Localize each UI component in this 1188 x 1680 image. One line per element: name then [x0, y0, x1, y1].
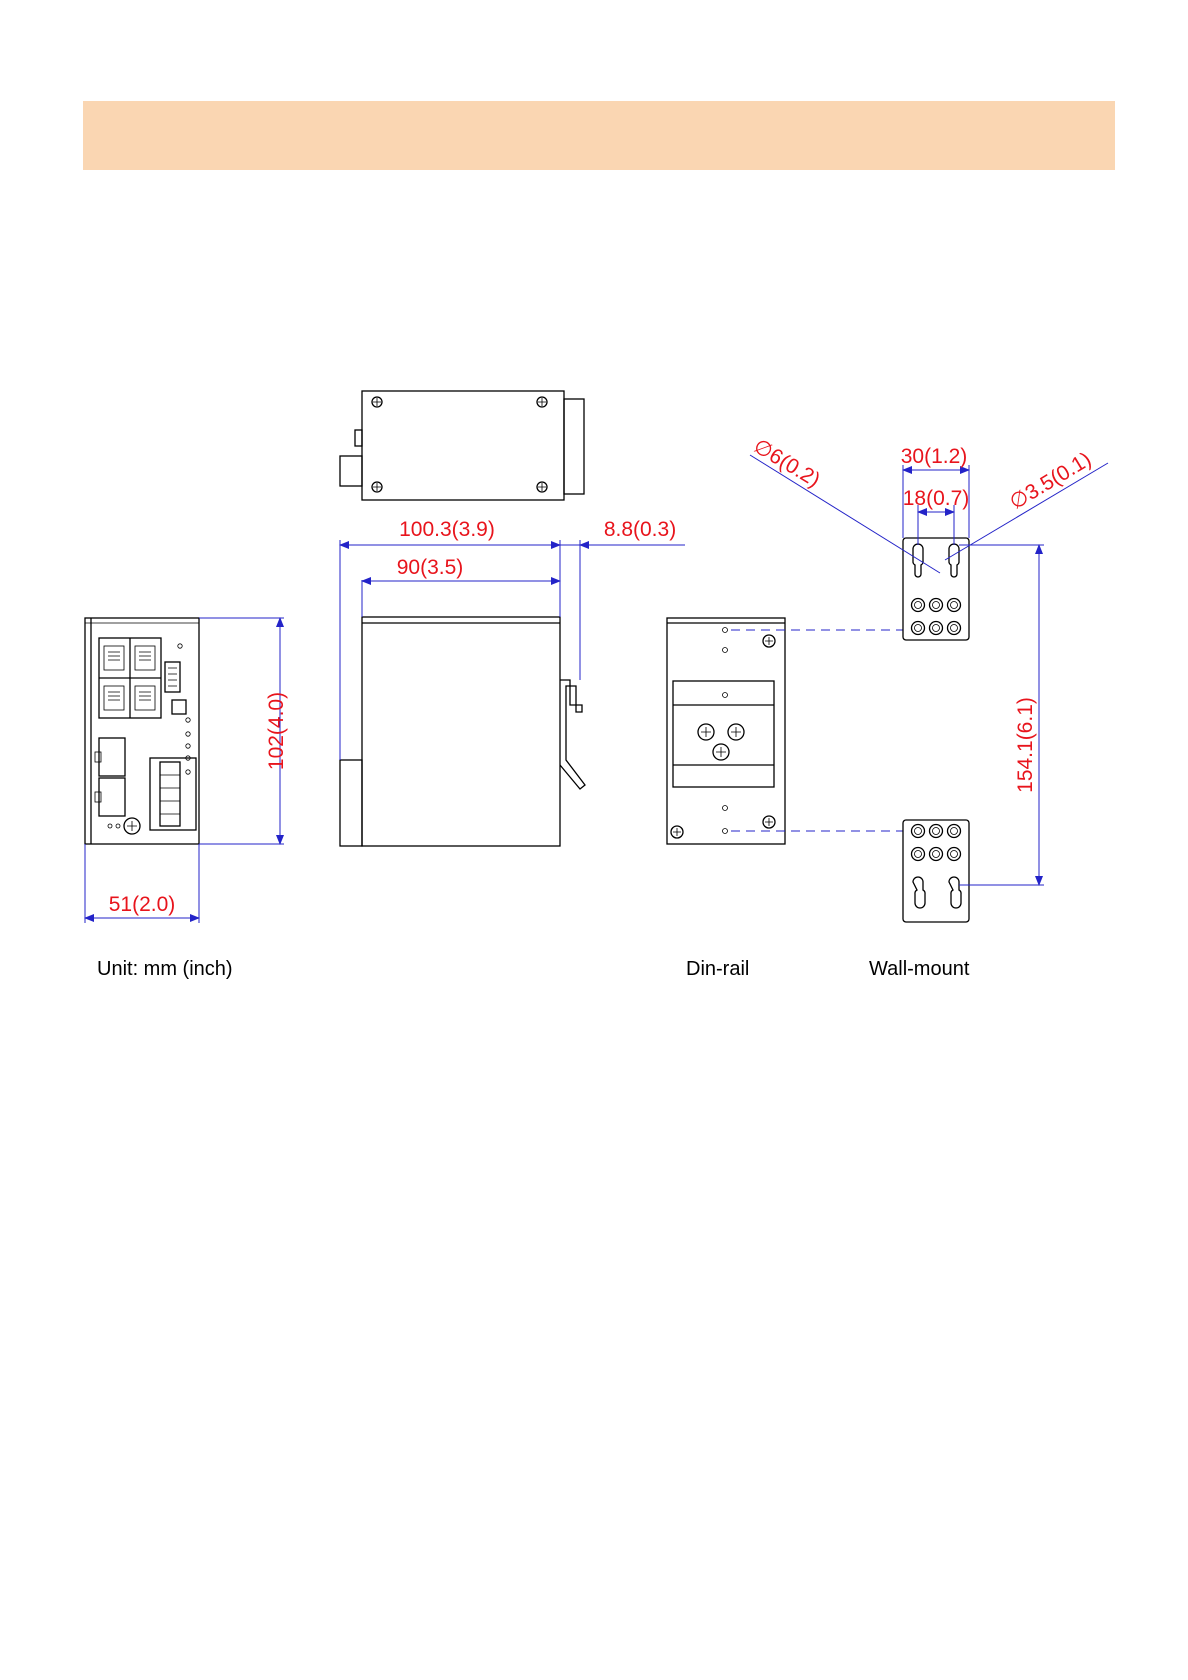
dim-side-depth-total: 100.3(3.9) [399, 518, 495, 541]
screw-icons [671, 635, 775, 838]
rj45-ports [99, 638, 161, 718]
screw-icons [372, 397, 547, 492]
caption-din-rail: Din-rail [686, 958, 749, 980]
front-view: 102(4.0) 51(2.0) [85, 618, 288, 923]
dim-hole-large: ∅6(0.2) [749, 435, 824, 492]
side-view: 100.3(3.9) 90(3.5) 8.8(0.3) [340, 518, 685, 846]
mounting-holes [912, 825, 961, 861]
usb-port [165, 662, 180, 692]
din-rail-view [667, 618, 903, 844]
sfp-ports [95, 738, 125, 816]
terminal-block [150, 758, 196, 830]
caption-wall-mount: Wall-mount [869, 958, 970, 980]
wall-mount-view: 30(1.2) 18(0.7) ∅6(0.2) ∅3.5(0.1) 154.1(… [749, 435, 1108, 922]
dim-clip-depth: 8.8(0.3) [604, 518, 676, 541]
dim-side-depth-body: 90(3.5) [397, 556, 464, 579]
svg-text:∅6(0.2): ∅6(0.2) [749, 435, 824, 492]
dim-wall-mount-span: 154.1(6.1) [1014, 697, 1037, 793]
dim-front-height: 102(4.0) [265, 692, 288, 770]
mounting-holes [912, 599, 961, 635]
dim-wall-hole-spacing: 30(1.2) [901, 445, 968, 468]
led-indicators [108, 644, 190, 828]
top-view [340, 391, 584, 500]
dim-wall-hole-inner: 18(0.7) [903, 487, 970, 510]
console-port [172, 700, 186, 714]
svg-text:∅3.5(0.1): ∅3.5(0.1) [1006, 448, 1096, 514]
caption-unit: Unit: mm (inch) [97, 958, 233, 980]
dim-hole-small: ∅3.5(0.1) [1006, 448, 1096, 514]
dim-front-width: 51(2.0) [109, 893, 176, 916]
